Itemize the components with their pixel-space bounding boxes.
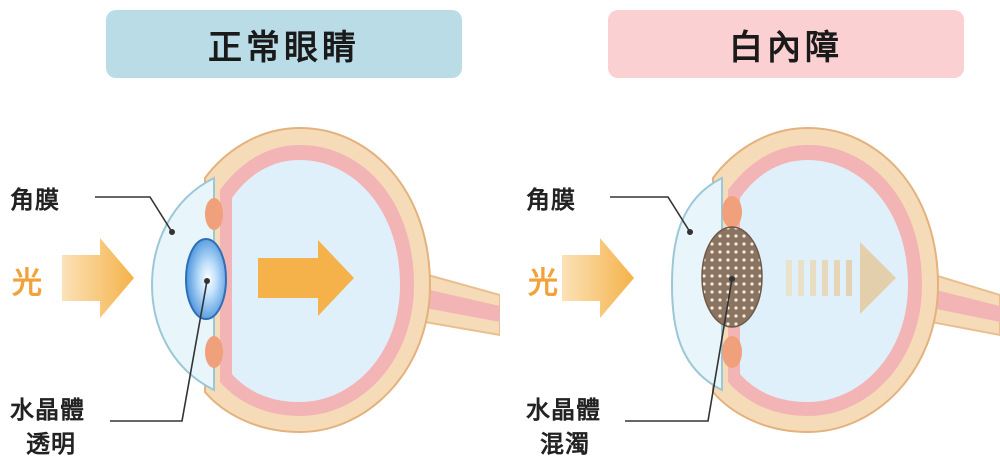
lens-leader-line [625,278,733,422]
blocked-light-arrow [786,242,896,314]
normal-eye-title: 正常眼睛 [208,27,360,68]
iris-upper [205,198,223,230]
cornea-leader-line [95,196,173,233]
incoming-light-arrow [62,238,134,318]
cornea [670,176,723,392]
normal-eye-title-box: 正常眼睛 [106,10,462,78]
cornea-label: 角膜 [10,186,60,214]
normal-eye-diagram [62,126,500,434]
light-label: 光 [528,266,558,301]
cataract-eye-diagram [562,126,1000,434]
light-label: 光 [12,266,42,301]
cataract-eye-panel: 白內障 [500,0,1000,458]
lens-state-label: 混濁 [540,430,590,458]
lens-label: 水晶體 [526,396,601,424]
cornea-label: 角膜 [526,186,576,214]
cornea [150,176,215,392]
lens-label: 水晶體 [10,396,85,424]
iris-upper [722,196,742,228]
iris-lower [722,336,742,368]
transmitted-light-arrow [258,240,354,316]
lens-state-label: 透明 [26,430,76,458]
iris-lower [205,336,223,368]
cornea-leader-line [610,196,691,233]
normal-eye-panel: 正常眼睛 [0,0,500,458]
cataract-title-box: 白內障 [608,10,964,78]
lens-leader-line [110,280,208,422]
incoming-light-arrow [562,238,634,318]
cataract-title: 白內障 [729,27,843,68]
